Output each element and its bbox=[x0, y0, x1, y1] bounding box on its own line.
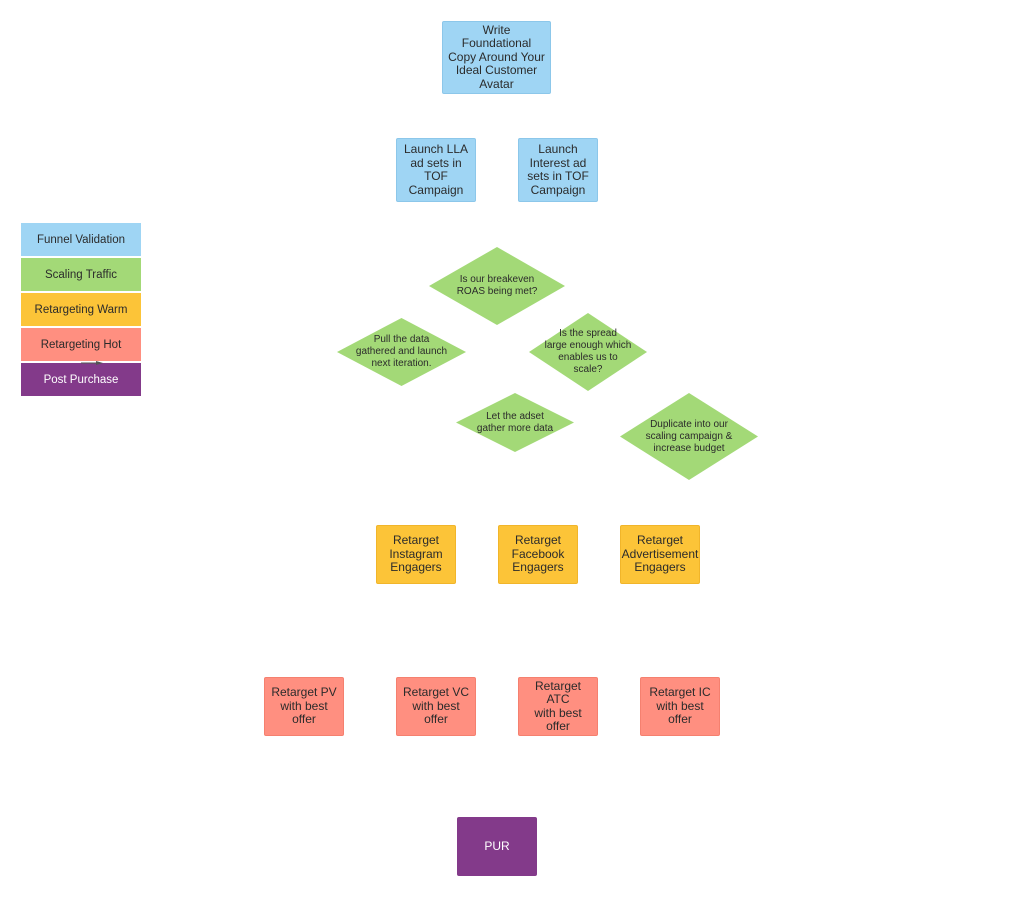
legend-retargeting-warm: Retargeting Warm bbox=[21, 293, 141, 326]
legend-funnel-validation: Funnel Validation bbox=[21, 223, 141, 256]
legend-label: Post Purchase bbox=[43, 373, 119, 386]
node-retarget-facebook[interactable]: Retarget Facebook Engagers bbox=[498, 525, 578, 584]
node-label: Retarget IC with best offer bbox=[649, 685, 711, 727]
node-retarget-instagram[interactable]: Retarget Instagram Engagers bbox=[376, 525, 456, 584]
decision-label: Let the adset gather more data bbox=[476, 410, 554, 434]
node-retarget-advertisement[interactable]: Retarget Advertisement Engagers bbox=[620, 525, 700, 584]
decision-label: Pull the data gathered and launch next i… bbox=[355, 334, 448, 369]
diamond-shape bbox=[620, 393, 758, 480]
legend-label: Retargeting Hot bbox=[40, 338, 122, 351]
node-label: Retarget Instagram Engagers bbox=[389, 533, 443, 575]
diamond-shape bbox=[529, 313, 647, 391]
decision-spread-large[interactable]: Is the spread large enough which enables… bbox=[529, 313, 647, 391]
legend-retargeting-hot: Retargeting Hot bbox=[21, 328, 141, 361]
node-retarget-atc[interactable]: Retarget ATC with best offer bbox=[518, 677, 598, 736]
legend-label: Funnel Validation bbox=[36, 233, 125, 246]
node-label: Retarget Advertisement Engagers bbox=[621, 533, 699, 575]
node-label: Retarget PV with best offer bbox=[271, 685, 337, 727]
node-label: Retarget Facebook Engagers bbox=[511, 533, 565, 575]
node-retarget-ic[interactable]: Retarget IC with best offer bbox=[640, 677, 720, 736]
node-label: Retarget ATC with best offer bbox=[534, 678, 582, 733]
node-retarget-pv[interactable]: Retarget PV with best offer bbox=[264, 677, 344, 736]
node-launch-lla[interactable]: Launch LLA ad sets in TOF Campaign bbox=[396, 138, 476, 202]
legend-label: Retargeting Warm bbox=[34, 303, 128, 316]
node-pur[interactable]: PUR bbox=[457, 817, 537, 876]
decision-breakeven-roas[interactable]: Is our breakeven ROAS being met? bbox=[429, 247, 565, 325]
decision-label: Is our breakeven ROAS being met? bbox=[456, 274, 538, 297]
node-foundational-copy[interactable]: Write Foundational Copy Around Your Idea… bbox=[442, 21, 551, 94]
decision-label: Duplicate into our scaling campaign & in… bbox=[645, 418, 733, 454]
decision-let-adset[interactable]: Let the adset gather more data bbox=[456, 393, 574, 452]
legend-post-purchase: Post Purchase bbox=[21, 363, 141, 396]
node-label: Write Foundational Copy Around Your Idea… bbox=[448, 22, 545, 91]
arrow-icon bbox=[81, 361, 103, 365]
node-label: PUR bbox=[484, 838, 510, 853]
node-retarget-vc[interactable]: Retarget VC with best offer bbox=[396, 677, 476, 736]
diamond-shape bbox=[456, 393, 574, 452]
legend-label: Scaling Traffic bbox=[44, 268, 117, 281]
diamond-shape bbox=[429, 247, 565, 325]
decision-label: Is the spread large enough which enables… bbox=[544, 328, 632, 375]
decision-pull-data[interactable]: Pull the data gathered and launch next i… bbox=[337, 318, 466, 386]
node-label: Retarget VC with best offer bbox=[402, 685, 470, 727]
decision-duplicate[interactable]: Duplicate into our scaling campaign & in… bbox=[620, 393, 758, 480]
legend-scaling-traffic: Scaling Traffic bbox=[21, 258, 141, 291]
node-label: Launch LLA ad sets in TOF Campaign bbox=[403, 142, 469, 197]
node-launch-interest[interactable]: Launch Interest ad sets in TOF Campaign bbox=[518, 138, 598, 202]
diamond-shape bbox=[337, 318, 466, 386]
node-label: Launch Interest ad sets in TOF Campaign bbox=[527, 142, 589, 197]
